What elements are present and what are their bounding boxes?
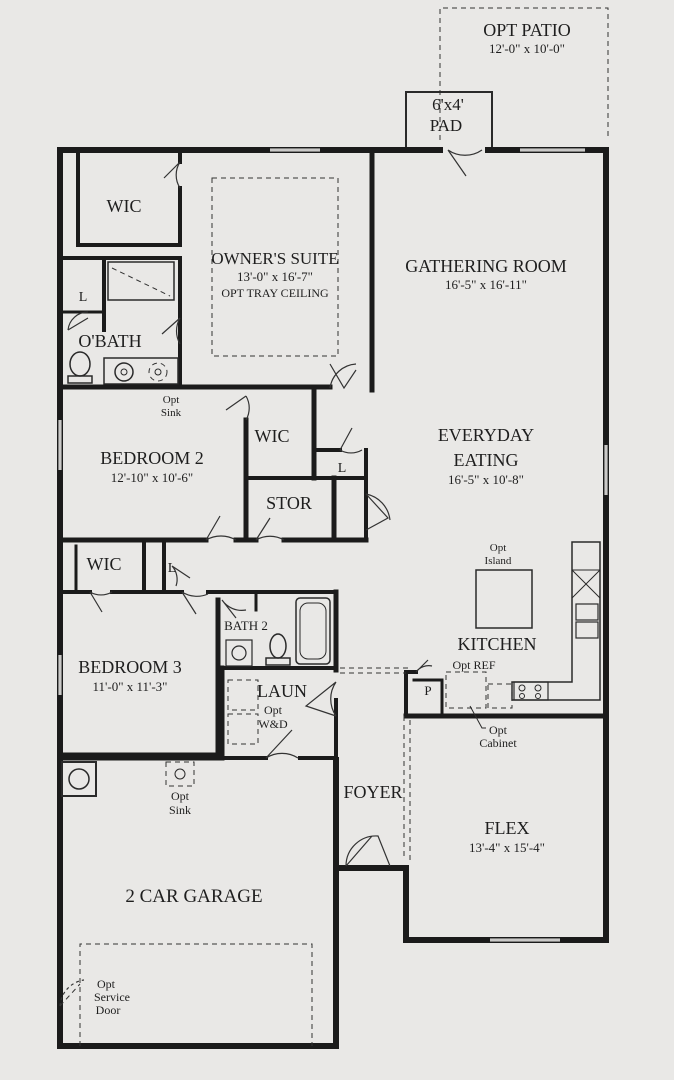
opt-island-note-2: Island (485, 555, 512, 567)
window-marks (58, 148, 608, 942)
service-door-note-1: Opt (97, 977, 116, 991)
owners-suite-name: OWNER'S SUITE (211, 249, 338, 268)
opt-sink-hall-note-1: Opt (163, 394, 180, 406)
bath-2-label: BATH 2 (224, 618, 268, 633)
opt-patio-outline (439, 7, 609, 140)
service-door-note-2: Service (94, 990, 130, 1004)
everyday-eating-dims: 16'-5" x 10'-8" (448, 472, 524, 487)
doors (59, 149, 483, 1007)
opt-sink-icon (165, 761, 195, 787)
water-heater-icon (61, 761, 97, 797)
opt-island-note-1: Opt (490, 542, 507, 554)
gathering-room-name: GATHERING ROOM (405, 256, 567, 276)
kitchen-name: KITCHEN (458, 634, 537, 654)
opt-sink-icon (148, 362, 168, 382)
stor-label: STOR (266, 493, 312, 513)
gathering-room-dims: 16'-5" x 16'-11" (445, 277, 527, 292)
opt-cabinet-leader (469, 705, 486, 729)
opt-patio-name: OPT PATIO (483, 20, 571, 40)
foyer-label: FOYER (343, 782, 402, 802)
wic-master-label: WIC (107, 196, 142, 216)
sink-icon (114, 362, 134, 382)
everyday-eating-line2: EATING (454, 450, 519, 470)
service-door-note-3: Door (96, 1003, 121, 1017)
fixtures (61, 351, 291, 797)
sink-icon (225, 639, 253, 667)
owners-suite-note: OPT TRAY CEILING (221, 286, 329, 300)
bedroom-3-name: BEDROOM 3 (78, 657, 182, 677)
opt-patio-dims: 12'-0" x 10'-0" (489, 41, 565, 56)
wic-bed2-label: WIC (255, 426, 290, 446)
everyday-eating-line1: EVERYDAY (438, 425, 534, 445)
toilet-icon (265, 633, 291, 666)
pantry-label: P (424, 683, 431, 698)
garage-opt-sink-note-1: Opt (171, 789, 190, 803)
o-bath-label: O'BATH (78, 331, 141, 351)
bedroom-3-dims: 11'-0" x 11'-3" (93, 679, 168, 694)
bedroom-2-name: BEDROOM 2 (100, 448, 204, 468)
interior-walls (57, 147, 609, 860)
linen-hall-label: L (338, 461, 347, 476)
pad-size: 6'x4' (432, 95, 464, 114)
garage-name: 2 CAR GARAGE (125, 886, 262, 907)
linen-bed3-label: L (168, 561, 177, 576)
laun-label: LAUN (257, 681, 307, 701)
exterior-walls (57, 147, 609, 1049)
opt-cabinet-note-1: Opt (489, 723, 508, 737)
flex-dims: 13'-4" x 15'-4" (469, 840, 545, 855)
garage-opt-outline (79, 943, 313, 1046)
linen-o-bath-label: L (79, 290, 88, 305)
opt-cabinet-note-2: Cabinet (479, 736, 517, 750)
toilet-icon (67, 351, 93, 384)
garage-opt-sink-note-2: Sink (169, 803, 191, 817)
opt-ref-note: Opt REF (452, 658, 495, 672)
opt-sink-hall-note-2: Sink (161, 407, 182, 419)
flex-name: FLEX (485, 818, 530, 838)
pad-label: PAD (430, 116, 462, 135)
wic-bed3-label: WIC (87, 554, 122, 574)
owners-suite-dims: 13'-0" x 16'-7" (237, 269, 313, 284)
washer-dryer-icon (227, 679, 259, 745)
room-labels: OPT PATIO 12'-0" x 10'-0" 6'x4' PAD WIC … (78, 20, 571, 1017)
laun-note-1: Opt (264, 703, 283, 717)
laun-note-2: W&D (258, 717, 288, 731)
bedroom-2-dims: 12'-10" x 10'-6" (111, 470, 193, 485)
pad-outline (405, 91, 493, 148)
tray-ceiling-outline (211, 177, 339, 357)
